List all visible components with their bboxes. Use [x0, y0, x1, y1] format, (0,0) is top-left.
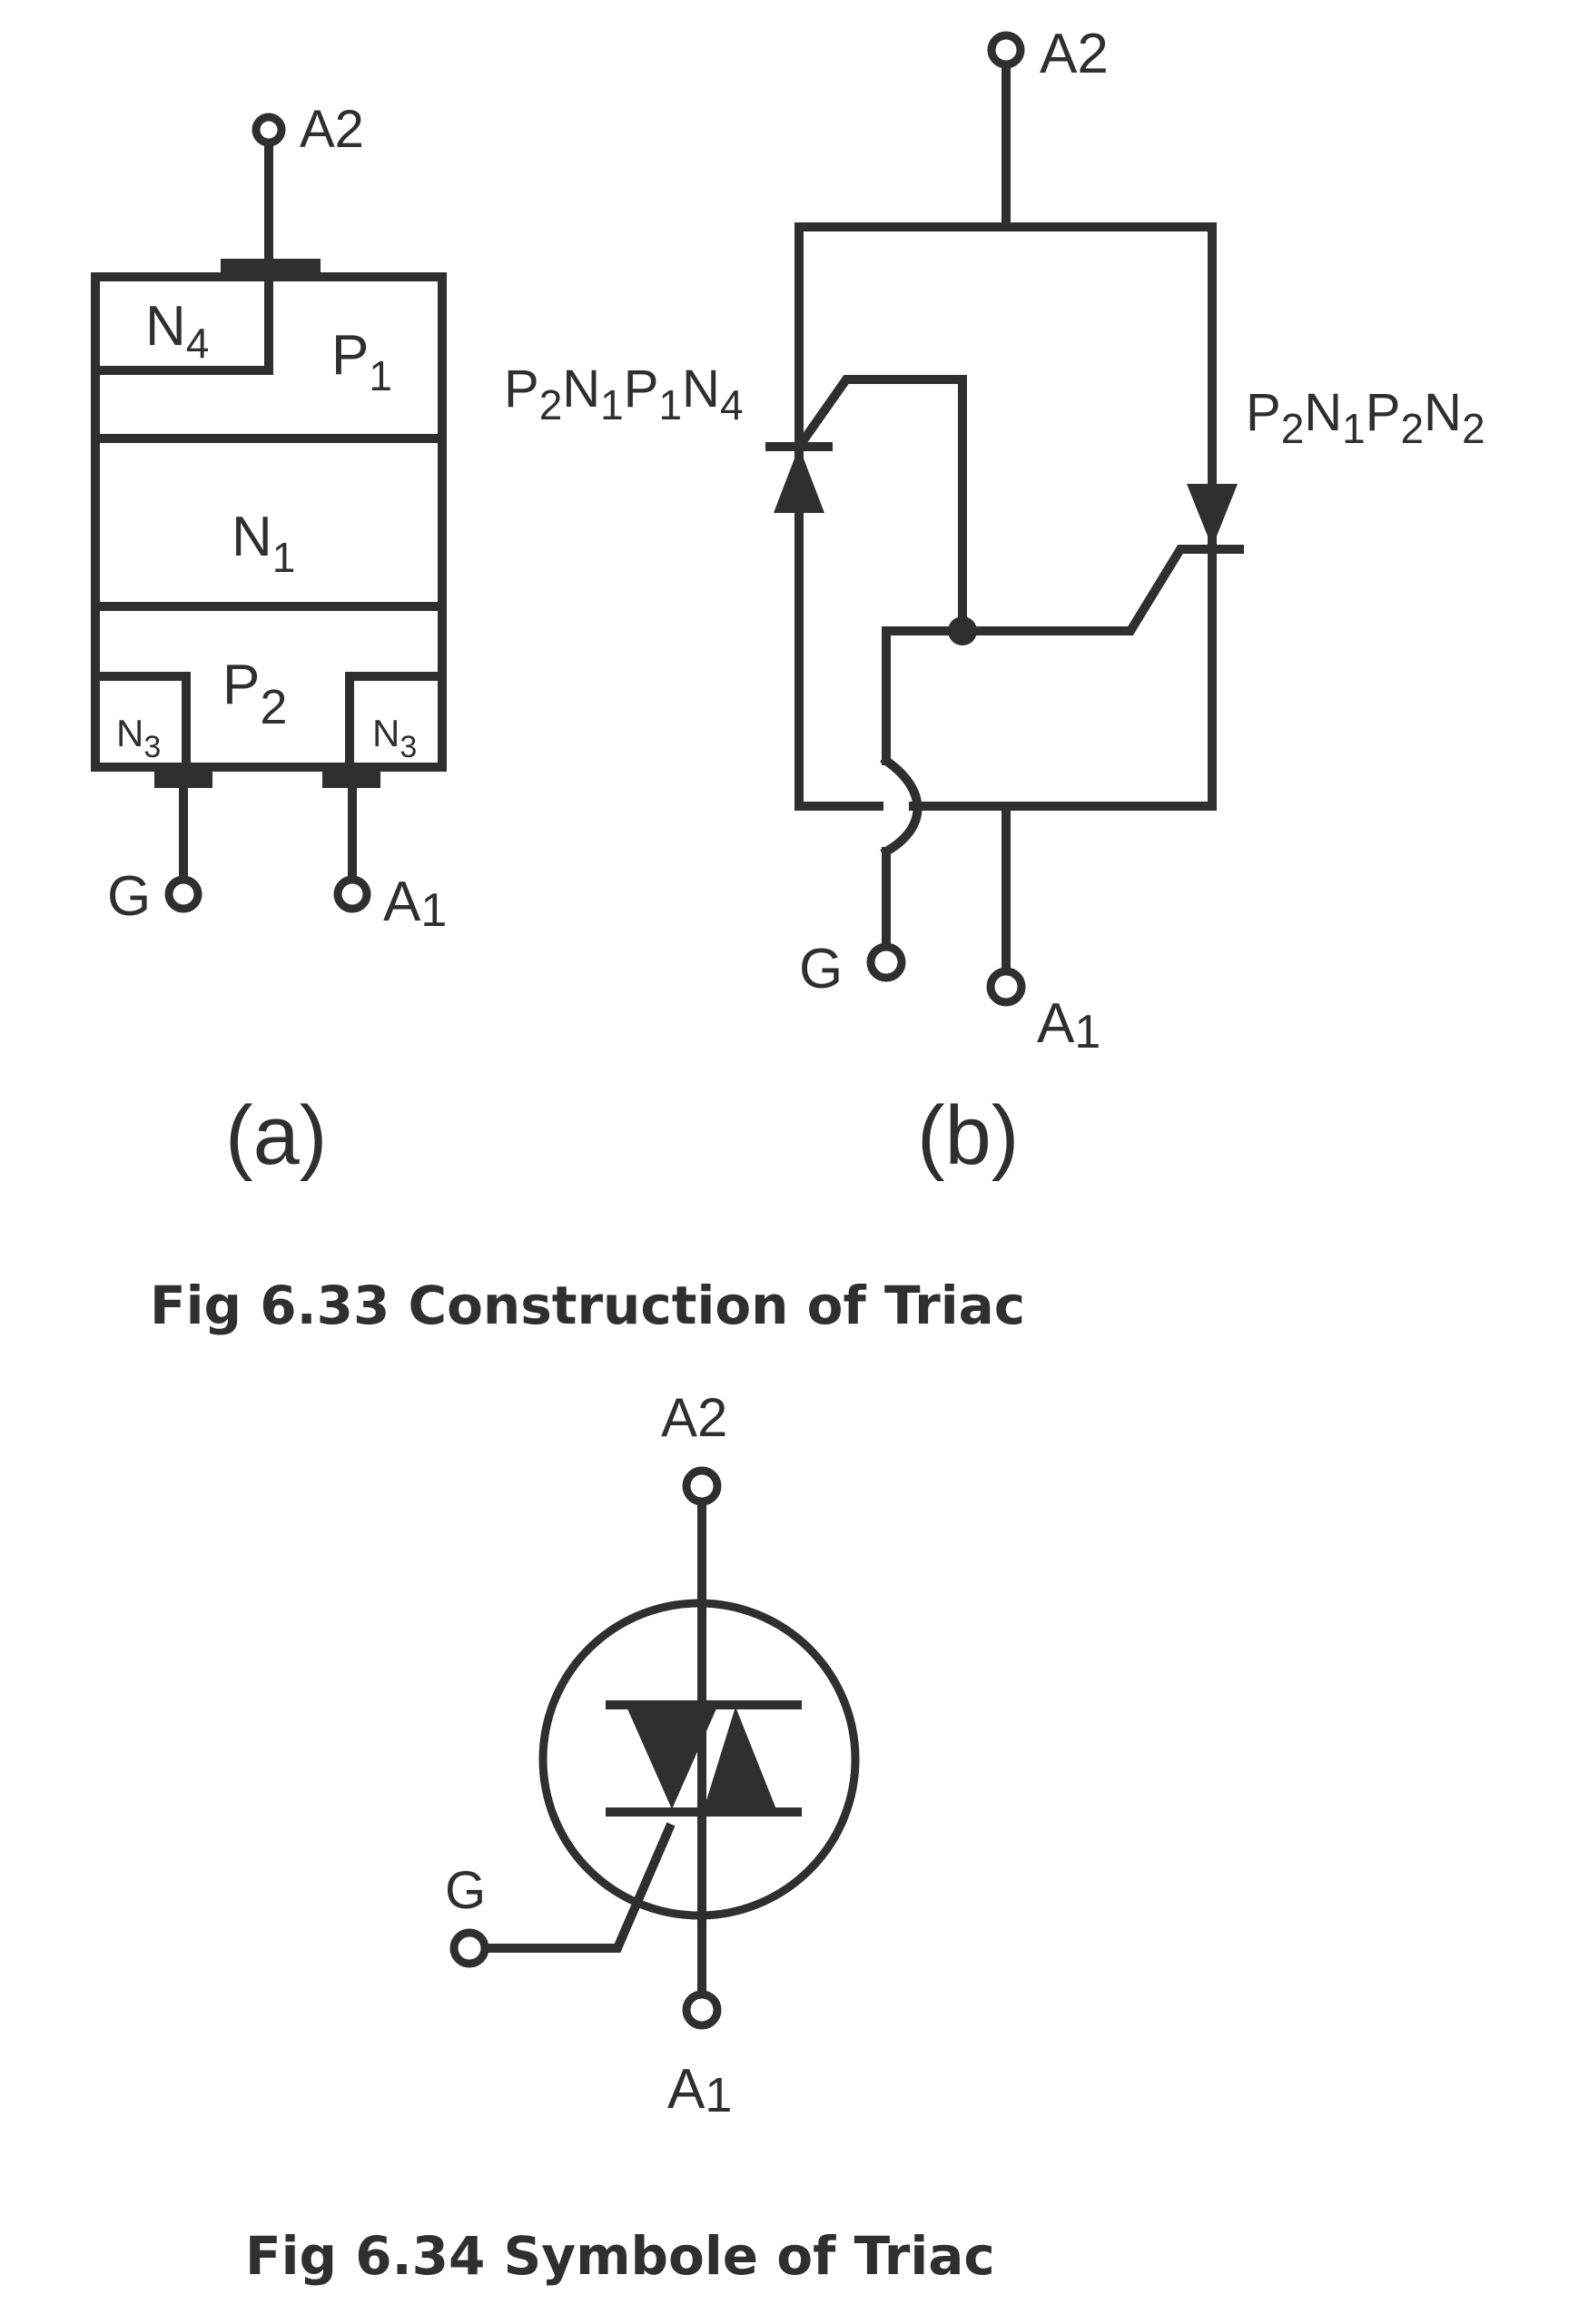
symbol-gate-label: G: [445, 1861, 486, 1920]
b-gate-terminal: [866, 942, 906, 982]
a-n3-left-region: [91, 672, 191, 772]
figure-a-construction: A2 N4 P1 N1 P2 N3 N3 G A1 (a): [91, 100, 447, 1182]
a-a1-label: A1: [383, 871, 447, 937]
symbol-gate-terminal: [449, 1928, 489, 1968]
a-n3-right-label: N3: [372, 712, 417, 764]
a-n3-right-region: [345, 672, 447, 772]
a-n3-left-label: N3: [116, 712, 161, 764]
a-p1-label: P1: [331, 324, 392, 399]
a-n1-label: N1: [232, 506, 295, 581]
caption-fig-6-33: Fig 6.33 Construction of Triac: [150, 1275, 1025, 1336]
b-a1-label: A1: [1037, 992, 1100, 1059]
a-n4-label: N4: [145, 295, 209, 367]
symbol-a2-label: A2: [661, 1387, 727, 1448]
b-gate-wire-upper: [882, 626, 967, 765]
symbol-gate-lead: [480, 1822, 676, 1953]
symbol-a2-terminal: [682, 1466, 722, 1506]
a-a1-terminal: [333, 875, 371, 913]
figure-b-equivalent: A2 G A1 P2N1P1N4 P2N1P2N2 (b): [504, 23, 1485, 1182]
b-gate-label: G: [799, 938, 843, 1000]
a-p2-label: P2: [222, 654, 287, 734]
b-a2-label: A2: [1040, 23, 1109, 85]
b-left-scr-label: P2N1P1N4: [504, 359, 744, 428]
a-a2-label: A2: [300, 100, 364, 159]
a-gate-label: G: [107, 865, 151, 928]
a-gate-terminal: [164, 875, 202, 913]
b-outer-loop-left: [794, 222, 883, 811]
symbol-body-circle: [538, 1599, 860, 1920]
caption-fig-6-34: Fig 6.34 Symbole of Triac: [245, 2225, 995, 2287]
symbol-down-triangle: [627, 1707, 717, 1809]
symbol-a1-label: A1: [667, 2058, 732, 2122]
b-left-scr-gate: [793, 375, 967, 635]
figure-b-label: (b): [917, 1089, 1019, 1182]
symbol-up-triangle: [704, 1707, 776, 1809]
b-right-scr-triangle: [1187, 484, 1238, 547]
b-gate-crossover: [880, 754, 923, 858]
a-n4-region: [91, 272, 273, 375]
b-outer-loop-right: [794, 222, 1217, 811]
b-right-scr-label: P2N1P2N2: [1246, 383, 1485, 452]
a-a2-terminal: [252, 113, 286, 147]
b-a1-terminal: [986, 967, 1026, 1007]
symbol-a1-terminal: [682, 1990, 722, 2030]
figure-a-label: (a): [225, 1089, 327, 1182]
b-left-scr-triangle: [774, 447, 824, 513]
b-right-scr-gate: [958, 545, 1217, 635]
triac-symbol: A2 G A1: [445, 1387, 860, 2122]
b-a2-terminal: [987, 31, 1025, 69]
